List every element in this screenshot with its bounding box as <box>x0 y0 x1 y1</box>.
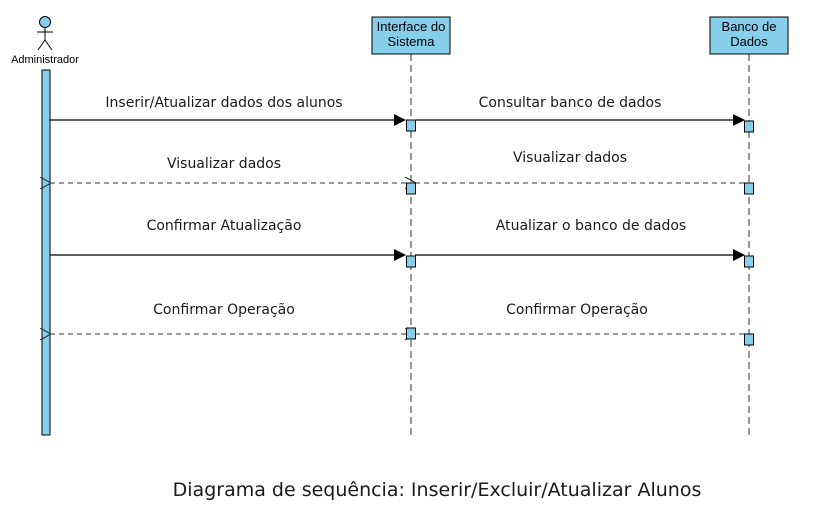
participant-database-label-line1: Banco de <box>722 19 777 34</box>
interface-activation-1 <box>406 119 416 132</box>
diagram-caption: Diagrama de sequência: Inserir/Excluir/A… <box>173 479 702 501</box>
database-activation-1 <box>744 120 754 133</box>
message-label-6: Atualizar o banco de dados <box>496 218 686 234</box>
database-activation-3 <box>744 255 754 268</box>
message-label-7: Confirmar Operação <box>153 302 295 318</box>
message-label-2: Consultar banco de dados <box>479 95 662 111</box>
message-label-3: Visualizar dados <box>167 156 281 172</box>
interface-activation-4 <box>406 327 416 340</box>
actor-figure-icon <box>37 16 53 51</box>
message-label-8: Confirmar Operação <box>506 302 648 318</box>
interface-activation-3 <box>406 255 416 268</box>
message-label-1: Inserir/Atualizar dados dos alunos <box>105 95 342 111</box>
database-activation-4 <box>744 333 754 346</box>
message-label-4: Visualizar dados <box>513 150 627 166</box>
participant-interface: Interface do Sistema <box>371 16 451 55</box>
interface-activation-2 <box>406 182 416 195</box>
participant-interface-label-line1: Interface do <box>377 19 446 34</box>
database-activation-2 <box>744 182 754 195</box>
participant-interface-label-line2: Sistema <box>388 34 436 49</box>
actor-activation-bar <box>41 69 51 436</box>
actor-label: Administrador <box>11 54 79 66</box>
participant-database-label-line2: Dados <box>730 34 768 49</box>
participant-database: Banco de Dados <box>709 16 789 55</box>
message-label-5: Confirmar Atualização <box>147 218 302 234</box>
